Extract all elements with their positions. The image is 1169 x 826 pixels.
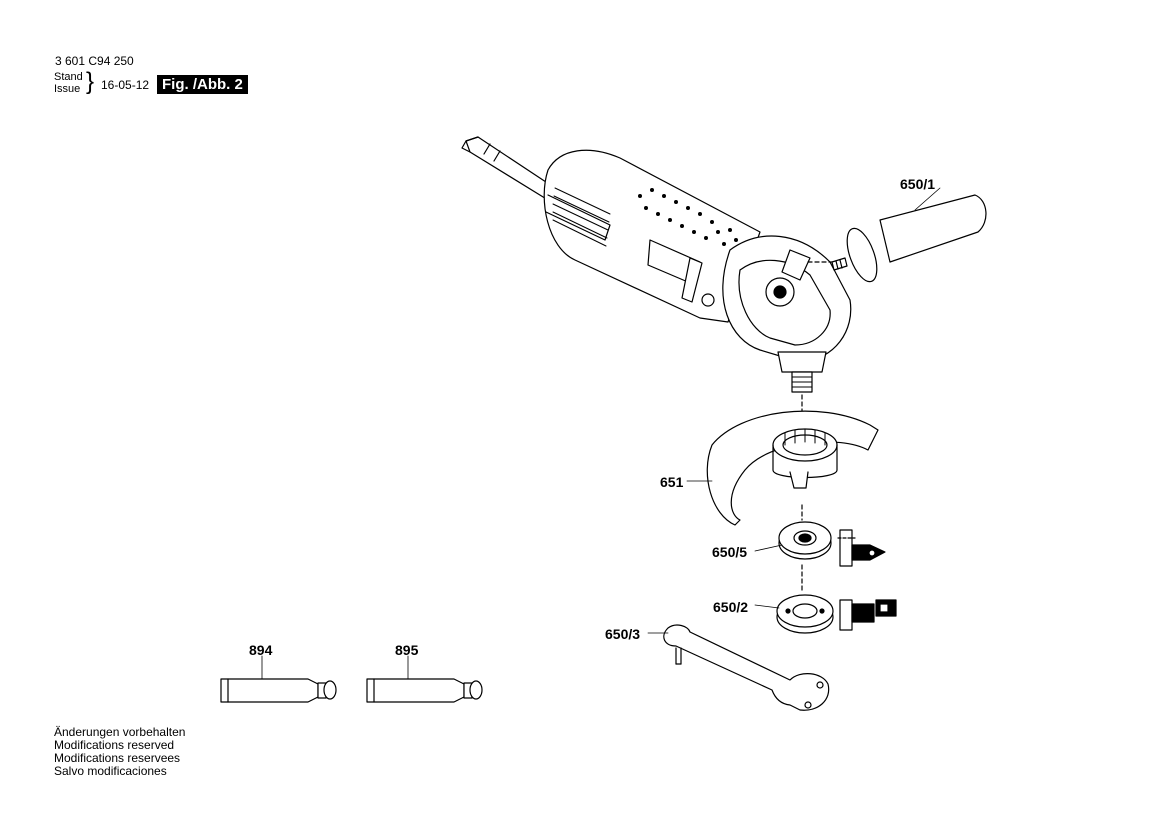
auxiliary-handle-650-1 xyxy=(831,194,987,283)
issue-label: Issue xyxy=(54,83,81,95)
grease-tube-894 xyxy=(220,678,337,703)
stand-label: Stand xyxy=(54,71,83,83)
callout-651: 651 xyxy=(660,474,684,490)
issue-date: 16-05-12 xyxy=(101,78,150,92)
brace-glyph: } xyxy=(86,68,95,95)
footer-notice: Änderungen vorbehalten Modifications res… xyxy=(54,726,185,778)
clamping-nut-650-2 xyxy=(776,594,834,634)
mounting-flange-650-5 xyxy=(778,521,832,560)
grease-tube-895 xyxy=(366,678,483,703)
callout-895: 895 xyxy=(395,642,419,658)
footer-line-en: Modifications reserved xyxy=(54,738,175,752)
callout-650-1: 650/1 xyxy=(900,176,936,192)
spanner-650-3 xyxy=(663,624,830,711)
callout-894: 894 xyxy=(249,642,273,658)
footer-line-de: Änderungen vorbehalten xyxy=(54,725,186,739)
callout-650-3: 650/3 xyxy=(605,626,641,642)
guard-651 xyxy=(706,410,879,526)
angle-grinder-body xyxy=(461,136,852,591)
footer-line-fr: Modifications reservees xyxy=(54,751,181,765)
nut-orientation-symbol-650-2 xyxy=(839,599,897,631)
callout-650-2: 650/2 xyxy=(713,599,749,615)
footer-line-es: Salvo modificaciones xyxy=(54,764,167,778)
part-number: 3 601 C94 250 xyxy=(55,54,134,68)
callout-650-5: 650/5 xyxy=(712,544,748,560)
figure-label: Fig. /Abb. 2 xyxy=(157,75,248,94)
flange-orientation-symbol-650-5 xyxy=(837,529,886,567)
